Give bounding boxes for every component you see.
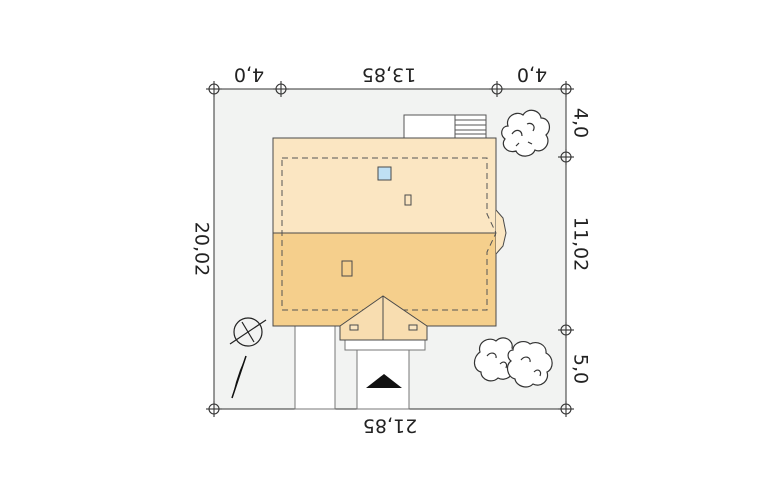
entrance-arrow — [366, 374, 402, 388]
skylight — [377, 166, 392, 181]
dim-right-top: 4,0 — [570, 108, 592, 138]
dim-top-right: 4,0 — [517, 64, 547, 86]
entrance-step — [344, 339, 426, 351]
terrace — [403, 114, 487, 139]
terrace-stairs — [454, 114, 487, 139]
wall-outline — [281, 157, 497, 311]
dim-right-middle: 11,02 — [570, 217, 592, 271]
tree — [506, 340, 553, 388]
chimney-large — [341, 260, 353, 277]
driveway — [294, 325, 336, 410]
bay-window — [495, 209, 507, 255]
north-arrow-symbol — [229, 317, 267, 399]
dim-top-middle: 13,85 — [362, 64, 416, 86]
gable-window-right — [408, 324, 418, 331]
chimney-small — [404, 194, 412, 206]
dim-right-bottom: 5,0 — [570, 354, 592, 384]
dim-left: 20,02 — [191, 222, 213, 276]
gable-window-left — [349, 324, 359, 331]
dimension-markers — [206, 81, 574, 417]
tree — [501, 109, 551, 157]
dim-bottom: 21,85 — [363, 415, 417, 437]
house-roof — [272, 137, 507, 341]
roof-upper — [272, 137, 497, 234]
dim-top-left: 4,0 — [234, 64, 264, 86]
